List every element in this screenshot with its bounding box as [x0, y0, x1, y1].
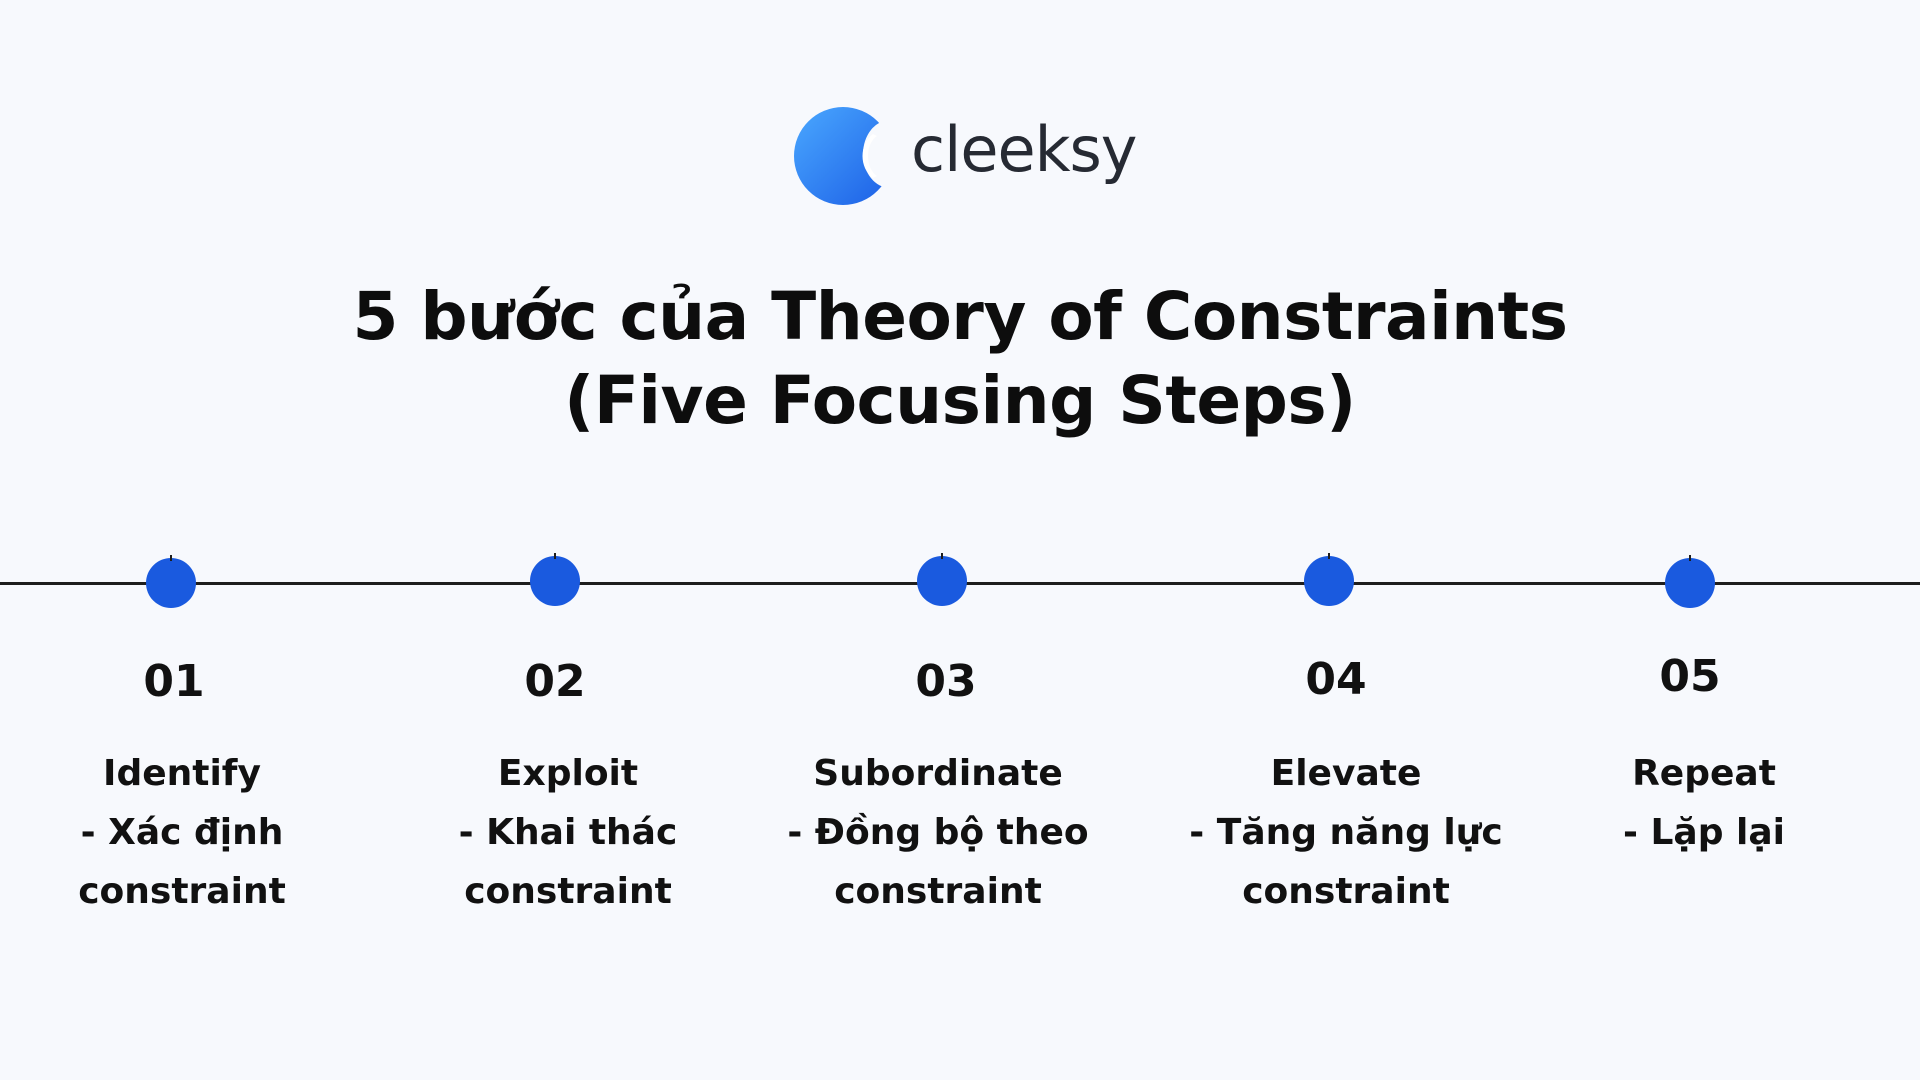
step-label: Exploit - Khai thác constraint: [388, 744, 748, 921]
title-line-1: 5 bước của Theory of Constraints: [352, 278, 1568, 355]
step-label-line: constraint: [1242, 871, 1450, 912]
step-number: 02: [524, 656, 586, 707]
step-label-line: constraint: [464, 871, 672, 912]
step-label-line: Identify: [103, 753, 261, 794]
step-label-line: - Xác định: [80, 812, 284, 853]
step-label-line: Repeat: [1632, 753, 1776, 794]
step-label-line: Subordinate: [813, 753, 1063, 794]
step-label: Elevate - Tăng năng lực constraint: [1166, 744, 1526, 921]
step-label-line: constraint: [834, 871, 1042, 912]
brand-logo: cleeksy: [793, 106, 1137, 206]
step-label-line: - Tăng năng lực: [1189, 812, 1503, 853]
step-label: Repeat - Lặp lại: [1524, 744, 1884, 862]
step-label-line: Elevate: [1270, 753, 1422, 794]
step-label-line: - Đồng bộ theo: [787, 812, 1089, 853]
crescent-logo-icon: [794, 107, 892, 205]
timeline-dot: [1665, 555, 1715, 608]
timeline-dot: [1304, 553, 1354, 606]
step-label: Subordinate - Đồng bộ theo constraint: [758, 744, 1118, 921]
step-label-line: constraint: [78, 871, 286, 912]
step-number: 03: [915, 656, 977, 707]
timeline-dot: [146, 555, 196, 608]
step-label: Identify - Xác định constraint: [2, 744, 362, 921]
step-label-line: Exploit: [497, 753, 639, 794]
step-label-line: - Lặp lại: [1623, 812, 1785, 853]
step-number: 04: [1305, 654, 1367, 705]
timeline-dot: [530, 553, 580, 606]
title-line-2: (Five Focusing Steps): [564, 362, 1356, 439]
step-label-line: - Khai thác: [458, 812, 678, 853]
brand-name: cleeksy: [911, 113, 1137, 186]
step-number: 01: [143, 656, 205, 707]
timeline-dot: [917, 553, 967, 606]
step-number: 05: [1659, 651, 1721, 702]
page-title: 5 bước của Theory of Constraints (Five F…: [0, 275, 1920, 443]
